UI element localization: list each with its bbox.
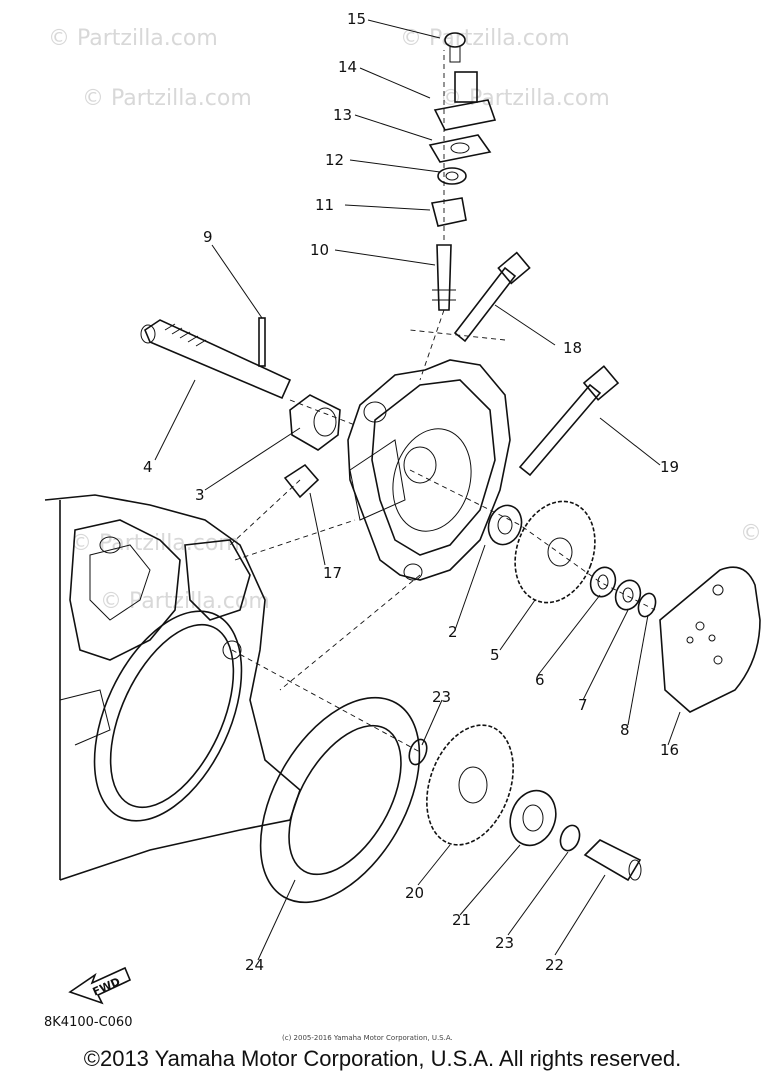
part-label-4: 4: [143, 458, 153, 476]
part-22-shaft: [583, 839, 642, 882]
drive-stack-parts-10-15: [428, 32, 497, 311]
part-label-7: 7: [578, 696, 588, 714]
watermark-text: © Partzilla.com: [82, 86, 252, 111]
part-label-23: 23: [432, 688, 451, 706]
part-label-22: 22: [545, 956, 564, 974]
copyright-notice: ©2013 Yamaha Motor Corporation, U.S.A. A…: [83, 1046, 682, 1071]
part-16-plate: [659, 566, 761, 713]
watermark-text: © Partzilla.com: [440, 86, 610, 111]
watermark-text: © Partzilla.com: [740, 521, 765, 546]
watermark-text: © Partzilla.com: [48, 26, 218, 51]
part-label-2: 2: [448, 623, 458, 641]
part-number-labels: 15 14 13 12 11 10 9 18 19 4 3 17 2 5 6 7…: [143, 10, 679, 974]
watermarks: © Partzilla.com © Partzilla.com © Partzi…: [48, 26, 765, 614]
small-copyright: (c) 2005-2016 Yamaha Motor Corporation, …: [282, 1034, 453, 1042]
part-label-9: 9: [203, 228, 213, 246]
part-label-18: 18: [563, 339, 582, 357]
part-label-21: 21: [452, 911, 471, 929]
part-label-5: 5: [490, 646, 500, 664]
part-label-11: 11: [315, 196, 334, 214]
part-5-gear: [514, 500, 596, 604]
part-label-17: 17: [323, 564, 342, 582]
part-1-housing: [347, 359, 511, 581]
bolt-19: [518, 365, 620, 477]
part-label-15: 15: [347, 10, 366, 28]
part-label-12: 12: [325, 151, 344, 169]
part-6-washer: [589, 566, 617, 598]
fwd-arrow-icon: FWD: [68, 966, 132, 1005]
watermark-text: © Partzilla.com: [70, 531, 240, 556]
part-24-seal: [259, 696, 421, 904]
part-label-14: 14: [338, 58, 357, 76]
part-label-8: 8: [620, 721, 630, 739]
part-label-23: 23: [495, 934, 514, 952]
part-label-3: 3: [195, 486, 205, 504]
part-7-washer: [614, 579, 642, 611]
assembly-lines: [229, 50, 656, 753]
part-17-dowel: [283, 463, 320, 499]
part-23-circlip: [408, 738, 428, 766]
crankcase: [44, 494, 301, 881]
leader-lines: [154, 19, 681, 961]
part-4-shaft: [140, 319, 292, 400]
part-label-24: 24: [245, 956, 264, 974]
part-2-collar: [487, 504, 523, 546]
watermark-text: © Partzilla.com: [100, 589, 270, 614]
part-8-circlip: [637, 592, 657, 618]
part-20-gear: [426, 724, 514, 846]
watermark-text: © Partzilla.com: [400, 26, 570, 51]
part-label-13: 13: [333, 106, 352, 124]
part-label-20: 20: [405, 884, 424, 902]
bolt-18: [453, 251, 531, 343]
part-3-bushing: [289, 394, 341, 451]
fwd-label: FWD: [91, 975, 123, 999]
part-label-19: 19: [660, 458, 679, 476]
part-label-10: 10: [310, 241, 329, 259]
diagram-reference: 8K4100-C060: [44, 1015, 132, 1030]
part-label-6: 6: [535, 671, 545, 689]
part-21-bearing: [509, 789, 557, 847]
part-23-washer: [559, 824, 581, 852]
part-9-pin: [258, 317, 266, 367]
part-label-16: 16: [660, 741, 679, 759]
